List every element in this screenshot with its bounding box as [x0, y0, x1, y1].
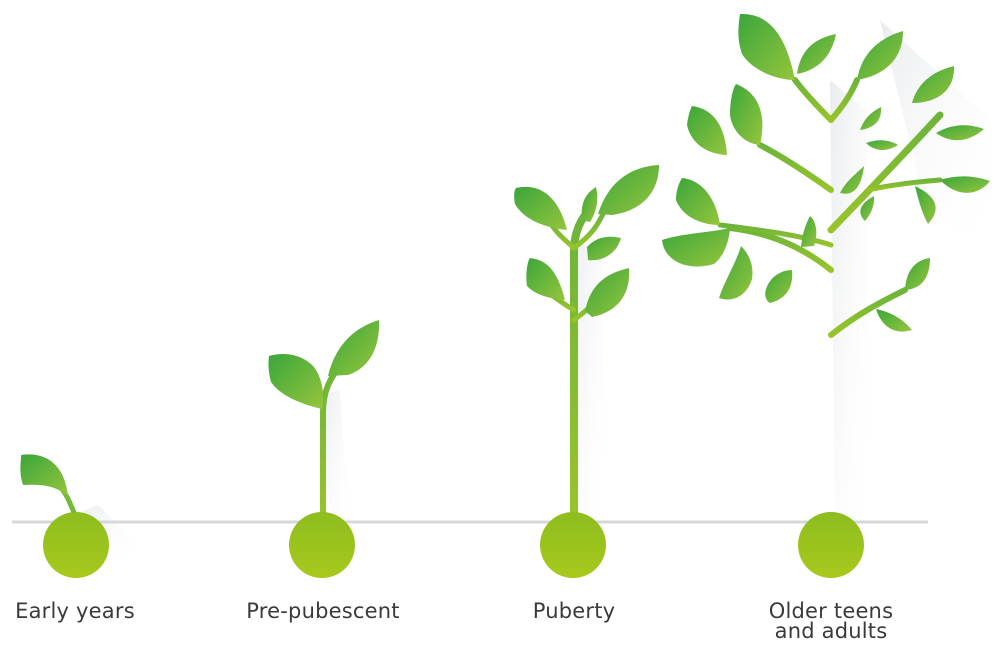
stage-label-early-years: Early years [0, 601, 185, 621]
stage-pre-pubescent [269, 320, 380, 578]
stage-label-line: Puberty [464, 601, 684, 621]
leaf-icon [582, 187, 598, 222]
leaf-icon [20, 454, 68, 496]
leaf-icon [526, 258, 565, 300]
stage-label-line: Pre-pubescent [213, 601, 433, 621]
leaf-icon [587, 237, 621, 261]
leaf-icon [662, 228, 730, 267]
leaf-icon [765, 270, 792, 303]
leaf-icon [719, 246, 753, 299]
leaf-icon [797, 34, 836, 74]
leaf-icon [738, 14, 795, 80]
leaf-icon [328, 320, 379, 376]
leaf-icon [514, 187, 567, 230]
seed-circle [43, 512, 109, 578]
stage-label-puberty: Puberty [464, 601, 684, 621]
leaf-icon [876, 309, 912, 332]
seed-circle [289, 512, 355, 578]
stage-label-older-teens-and-adults: Older teens and adults [721, 601, 941, 641]
stage-label-pre-pubescent: Pre-pubescent [213, 601, 433, 621]
leaf-icon [676, 178, 720, 225]
stage-label-line: and adults [721, 621, 941, 641]
seed-circle [540, 512, 606, 578]
leaf-icon [687, 106, 727, 155]
leaf-icon [730, 84, 762, 145]
leaf-icon [269, 354, 324, 409]
stage-label-line: Older teens [721, 601, 941, 621]
leaf-icon [801, 216, 816, 247]
stage-label-line: Early years [0, 601, 185, 621]
leaf-icon [866, 140, 898, 150]
seed-circle [798, 512, 864, 578]
leaf-icon [598, 165, 659, 215]
leaf-icon [905, 258, 930, 290]
